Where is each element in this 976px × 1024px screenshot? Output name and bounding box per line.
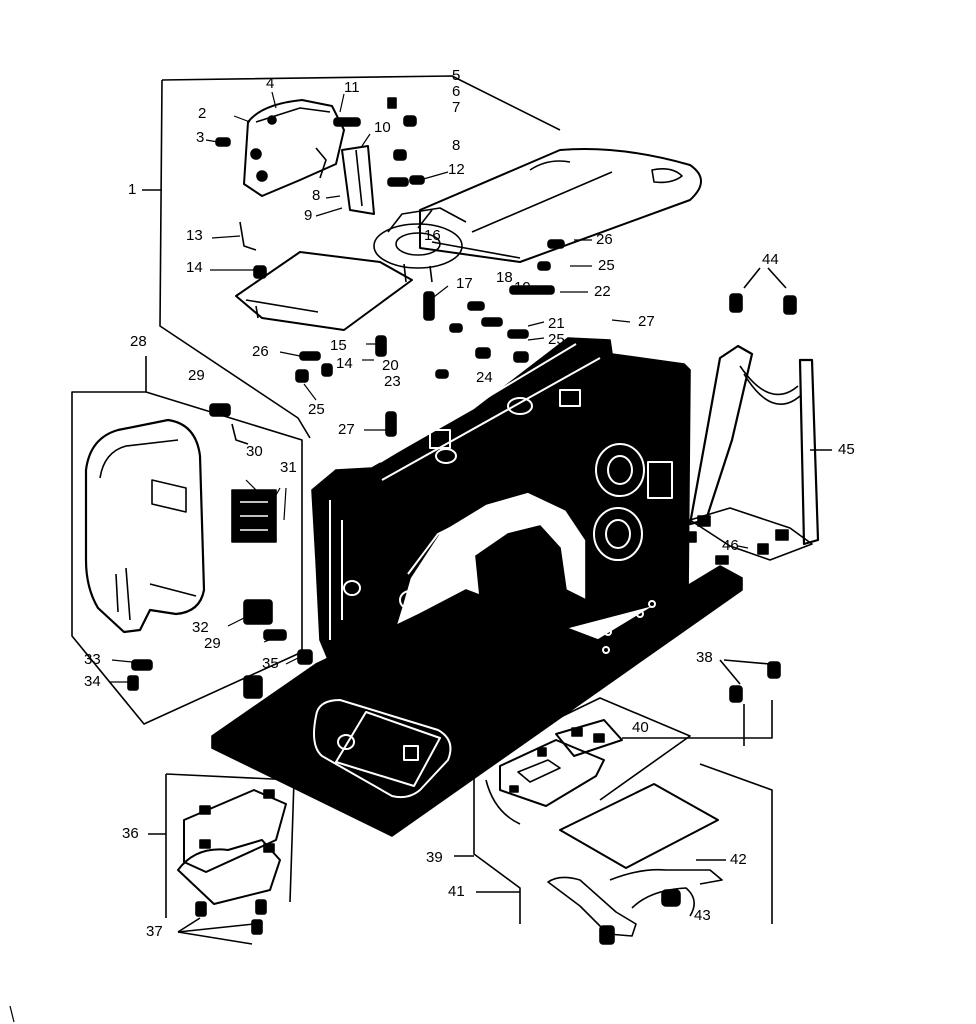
callout-37: 37 [146,923,163,940]
callout-1: 1 [128,181,137,198]
callout-26-lower: 26 [252,343,269,360]
callout-27-lower: 27 [338,421,355,438]
callout-44: 44 [762,251,779,268]
callout-20: 20 [382,357,399,374]
callout-46: 46 [722,537,739,554]
callout-25-upper: 25 [598,257,615,274]
slide-plate [547,783,726,945]
callout-15: 15 [330,337,347,354]
callout-35: 35 [262,655,279,672]
callout-8-upper: 8 [452,137,461,154]
callout-43: 43 [694,907,711,924]
face-plate [243,99,345,197]
callout-26-upper: 26 [596,231,613,248]
callout-42: 42 [730,851,747,868]
callout-39: 39 [426,849,443,866]
side-cover-group-outline [71,356,303,725]
callout-31: 31 [280,459,297,476]
stray-mark [9,1005,15,1023]
callout-9: 9 [304,207,313,224]
callout-3: 3 [196,129,205,146]
access-plate [235,251,413,331]
callout-21: 21 [548,315,565,332]
callout-27-upper: 27 [638,313,655,330]
callout-25-middle: 25 [548,331,565,348]
callout-34: 34 [84,673,101,690]
callout-11: 11 [344,79,360,96]
machine-body [311,337,691,669]
callout-29-upper: 29 [188,367,205,384]
callout-33: 33 [84,651,101,668]
top-cover-plate [419,148,702,263]
bobbin-cover-group-outline [148,773,295,918]
callout-29-lower: 29 [204,635,221,652]
base-plate [211,565,743,837]
callout-41: 41 [448,883,465,900]
bed-plate-group-outline [454,697,773,924]
callout-6: 6 [452,83,461,100]
callout-28: 28 [130,333,147,350]
callout-14-upper: 14 [186,259,203,276]
callout-12: 12 [448,161,465,178]
callout-22: 22 [594,283,611,300]
callout-18: 18 [496,269,513,286]
callout-19: 19 [514,279,531,296]
throat-plate [485,659,781,825]
callout-4: 4 [266,75,275,92]
callout-25-lower: 25 [308,401,325,418]
callout-40: 40 [632,719,649,736]
callout-17: 17 [456,275,473,292]
callout-13: 13 [186,227,203,244]
callout-45: 45 [838,441,855,458]
bobbin-cover [177,789,287,945]
callout-38: 38 [696,649,713,666]
leader-lines [110,91,749,683]
upper-levers [239,145,433,251]
callout-16: 16 [424,227,441,244]
callout-5: 5 [452,67,461,84]
upper-linkage-parts [215,97,565,437]
callout-24: 24 [476,369,493,386]
top-cover-group-outline [142,75,561,439]
callout-8-lower: 8 [312,187,321,204]
side-cover-parts [127,403,313,699]
callout-23: 23 [384,373,401,390]
callout-2: 2 [198,105,207,122]
callout-10: 10 [374,119,391,136]
winder-hub [373,207,467,283]
callout-14-lower: 14 [336,355,353,372]
stand-bracket [687,267,832,565]
callout-36: 36 [122,825,139,842]
callout-7: 7 [452,99,461,116]
callout-32: 32 [192,619,209,636]
side-cover [84,418,206,634]
callout-30: 30 [246,443,263,460]
